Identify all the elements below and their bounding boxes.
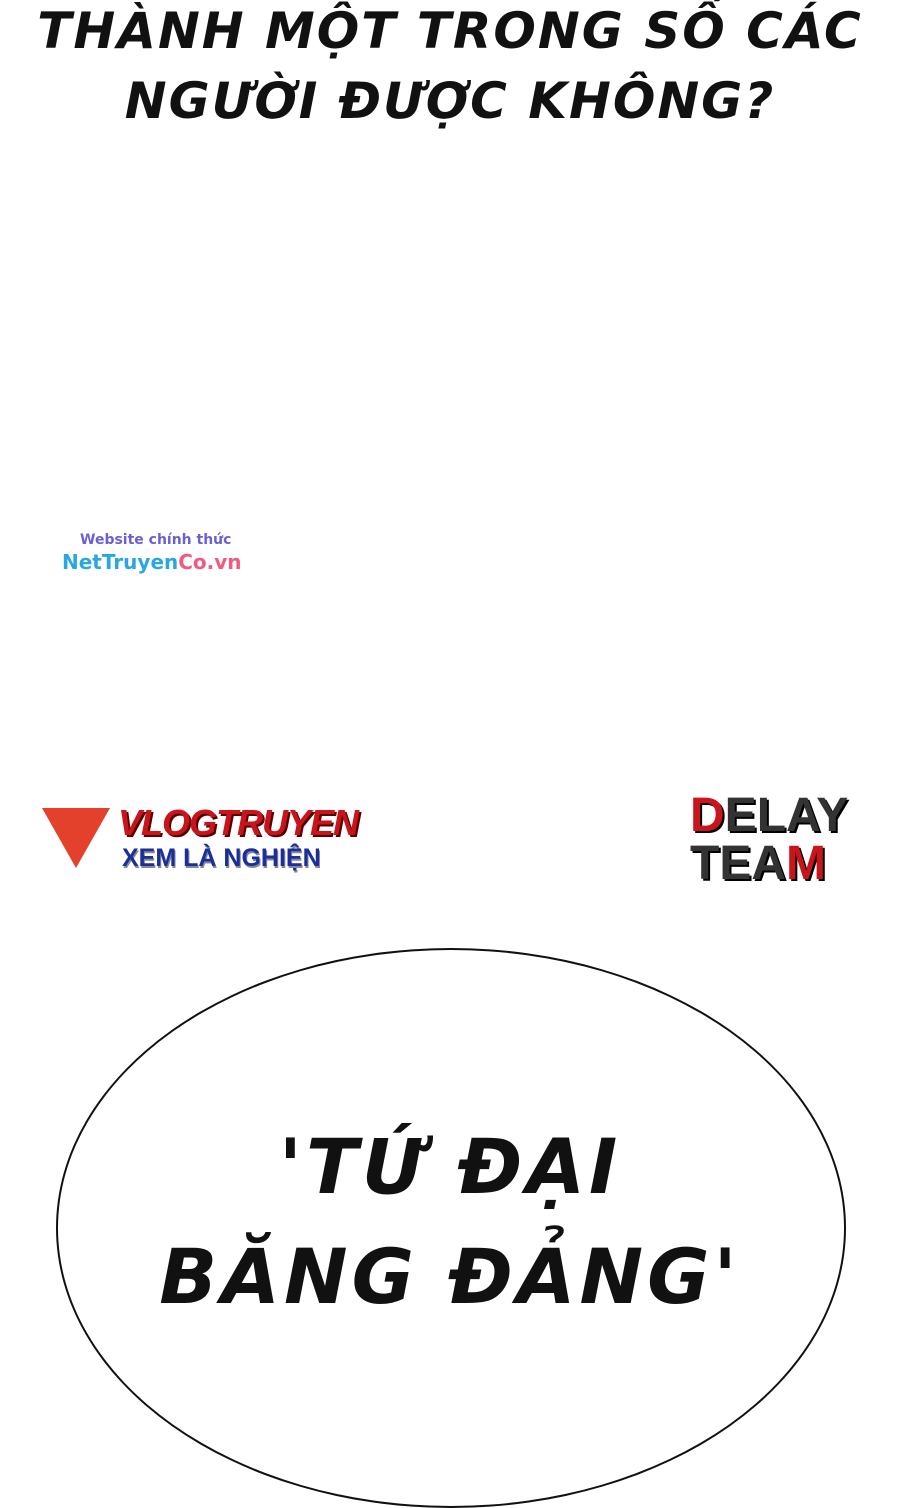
vlogtruyen-logo: VLOGTRUYEN XEM LÀ NGHIỆN: [42, 800, 402, 875]
vlogtruyen-tagline: XEM LÀ NGHIỆN: [122, 844, 321, 872]
watermark-brand: NetTruyenCo.vn: [62, 550, 242, 574]
logo-letter: D: [690, 789, 725, 842]
watermark-label: Website chính thức: [80, 532, 232, 548]
vlogtruyen-title: VLOGTRUYEN: [118, 802, 359, 843]
caption-line-2: NGƯỜI ĐƯỢC KHÔNG?: [124, 72, 776, 130]
brand-part-a: NetTruyen: [62, 550, 179, 574]
brand-part-b: Co.vn: [178, 550, 242, 574]
delay-team-logo: DELAY TEAM: [690, 792, 848, 888]
bubble-line-1: 'TỨ ĐẠI: [278, 1122, 622, 1211]
bubble-line-2: BĂNG ĐẢNG': [159, 1232, 741, 1321]
logo-letters: ELAY: [724, 789, 849, 842]
logo-letters: TEA: [690, 837, 786, 890]
caption-line-1: THÀNH MỘT TRONG SỐ CÁC: [37, 2, 863, 60]
speech-bubble: [56, 948, 846, 1508]
triangle-logo-icon: [42, 808, 110, 868]
logo-letter: M: [786, 837, 826, 890]
watermark: Website chính thức NetTruyenCo.vn: [62, 532, 242, 574]
